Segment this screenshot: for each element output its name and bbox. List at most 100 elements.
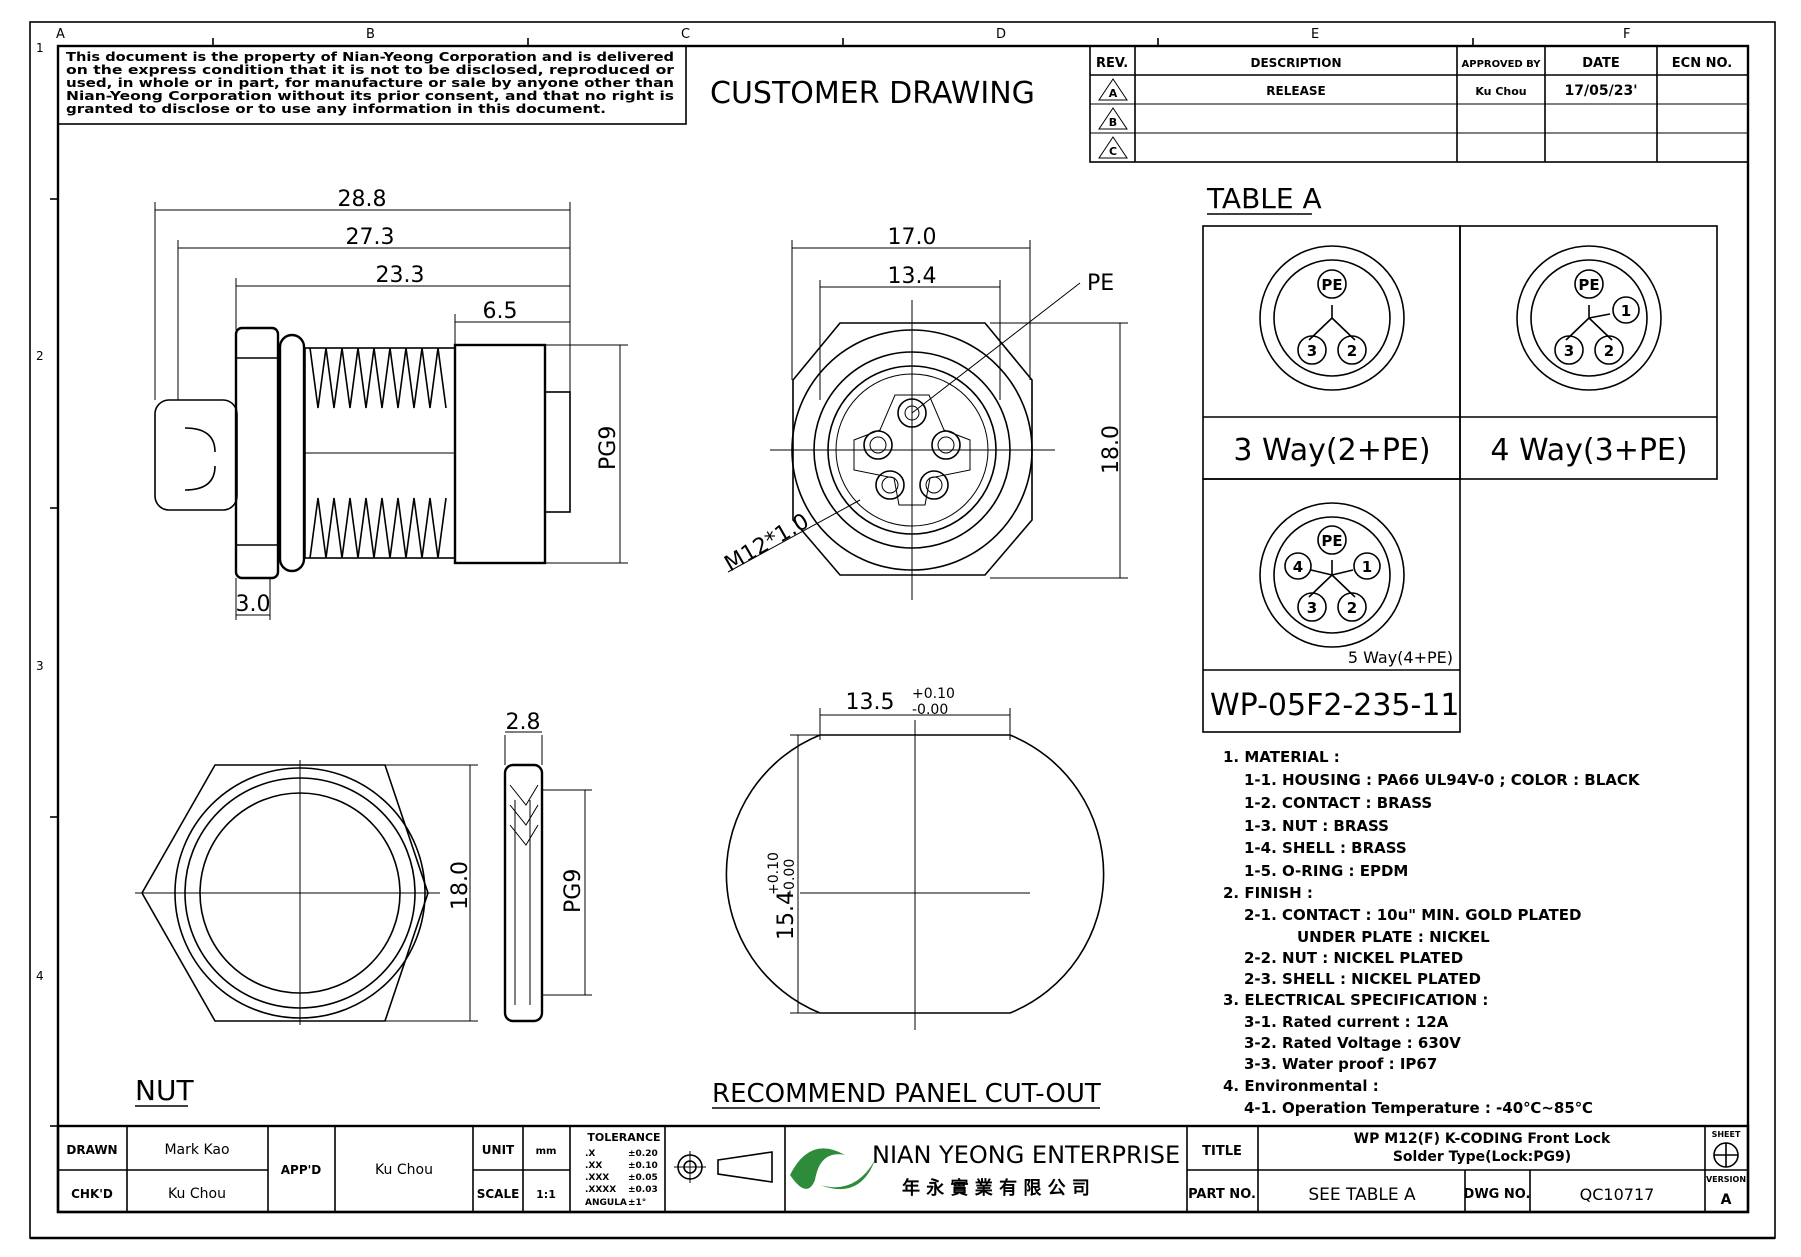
sheet-frame (29, 21, 1776, 1240)
note-line: UNDER PLATE : NICKEL (1297, 928, 1490, 946)
zone-number-2: 2 (36, 349, 44, 363)
dim-6-5: 6.5 (483, 299, 518, 324)
layout-label: 3 Way(2+PE) (1233, 433, 1430, 468)
pin-label: 2 (1347, 342, 1357, 360)
dwg-label: DWG NO. (1464, 1187, 1531, 1202)
nut-label: NUT (135, 1074, 194, 1107)
tol-key: ANGULA (585, 1198, 627, 1208)
dim-3-0: 3.0 (236, 592, 271, 617)
rev-letter: A (1109, 87, 1118, 100)
chkd-label: CHK'D (71, 1187, 113, 1201)
cutout-label: RECOMMEND PANEL CUT-OUT (712, 1079, 1101, 1109)
notice-line: on the express condition that it is not … (66, 63, 674, 77)
drawn-value: Mark Kao (164, 1142, 229, 1158)
tol-value: ±1° (628, 1198, 646, 1208)
layout-label: 5 Way(4+PE) (1348, 648, 1453, 667)
unit-label: UNIT (482, 1143, 515, 1157)
drawn-label: DRAWN (66, 1143, 117, 1157)
pin-layout-4-way: PE 1 3 2 4 Way(3+PE) (1490, 245, 1688, 468)
cutout-width: 13.5 (846, 690, 895, 715)
part-value: SEE TABLE A (1308, 1185, 1416, 1205)
notice-line: used, in whole or in part, for manufactu… (66, 76, 674, 90)
revision-table: REV. DESCRIPTION APPROVED BY DATE ECN NO… (1089, 45, 1749, 163)
date-header: DATE (1582, 56, 1620, 71)
tol-value: ±0.03 (628, 1185, 658, 1195)
part-label: PART NO. (1188, 1187, 1256, 1202)
note-line: 1-3. NUT : BRASS (1244, 817, 1389, 835)
tol-key: .XXX (585, 1173, 609, 1183)
chkd-value: Ku Chou (168, 1186, 226, 1202)
notice-line: granted to disclose or to use any inform… (66, 102, 606, 116)
table-a: TABLE A PE 3 2 3 Way(2+PE) (1202, 182, 1718, 733)
note-line: 2-1. CONTACT : 10u" MIN. GOLD PLATED (1244, 906, 1582, 924)
approved-header: APPROVED BY (1462, 59, 1542, 70)
note-line: 1-4. SHELL : BRASS (1244, 839, 1407, 857)
scale-value: 1:1 (536, 1188, 556, 1201)
side-thread-label: PG9 (596, 426, 621, 470)
zone-letter-e: E (1311, 27, 1319, 42)
tol-value: ±0.10 (628, 1161, 658, 1171)
pin-layout-5-way: PE 4 1 3 2 5 Way(4+PE) (1259, 502, 1453, 667)
rev-letter: C (1109, 145, 1117, 158)
note-line: 3. ELECTRICAL SPECIFICATION : (1223, 991, 1488, 1009)
scale-label: SCALE (477, 1187, 520, 1201)
note-line: 3-1. Rated current : 12A (1244, 1013, 1449, 1031)
notes-list: 1. MATERIAL : 1-1. HOUSING : PA66 UL94V-… (1223, 748, 1641, 1117)
pin-label: 4 (1293, 558, 1303, 576)
dim-23-3: 23.3 (376, 263, 425, 288)
pin-label: PE (1321, 532, 1342, 550)
cutout-height-tol-upper: +0.10 (766, 852, 782, 895)
rev-date: 17/05/23' (1565, 83, 1638, 99)
dim-17-0: 17.0 (888, 225, 937, 250)
zone-number-4: 4 (36, 969, 44, 983)
pin-label: 2 (1604, 342, 1614, 360)
version-value: A (1721, 1192, 1732, 1208)
notice-line: This document is the property of Nian-Ye… (66, 50, 674, 64)
part-number-label: WP-05F2-235-11 (1210, 688, 1460, 723)
cutout-view: 13.5 +0.10 -0.00 15.4 +0.10 -0.00 RECOMM… (712, 686, 1105, 1109)
note-line: 3-3. Water proof : IP67 (1244, 1055, 1437, 1073)
pe-label: PE (1087, 271, 1114, 296)
company-name-chinese: 年 永 實 業 有 限 公 司 (902, 1177, 1090, 1199)
front-thread-label: M12*1.0 (721, 509, 814, 577)
dim-18-0-nut: 18.0 (448, 861, 473, 910)
title-block: DRAWN Mark Kao CHK'D Ku Chou APP'D Ku Ch… (56, 1124, 1750, 1214)
rev-letter: B (1109, 116, 1117, 129)
dim-27-3: 27.3 (346, 225, 395, 250)
pin-label: 2 (1347, 599, 1357, 617)
layout-label: 4 Way(3+PE) (1490, 433, 1687, 468)
tol-key: .XX (585, 1161, 602, 1171)
pin-label: 1 (1362, 558, 1372, 576)
cutout-width-tol-lower: -0.00 (912, 702, 948, 718)
description-header: DESCRIPTION (1250, 56, 1341, 70)
dim-18-0-front: 18.0 (1099, 425, 1124, 474)
company-logo-icon (790, 1148, 875, 1190)
zone-letter-a: A (56, 27, 65, 42)
title-line-1: WP M12(F) K-CODING Front Lock (1354, 1131, 1611, 1147)
rev-header: REV. (1096, 56, 1128, 71)
cutout-height-tol-lower: -0.00 (782, 859, 798, 895)
note-line: 2. FINISH : (1223, 884, 1313, 902)
dim-2-8: 2.8 (506, 710, 541, 735)
front-view: 17.0 13.4 PE M12*1.0 18.0 (721, 225, 1128, 600)
rev-triangle (1098, 107, 1128, 130)
title-line-2: Solder Type(Lock:PG9) (1393, 1149, 1571, 1165)
tol-value: ±0.05 (628, 1173, 658, 1183)
tol-key: .X (585, 1149, 595, 1159)
rev-description: RELEASE (1266, 84, 1325, 98)
tol-key: .XXXX (585, 1185, 616, 1195)
notice-box: This document is the property of Nian-Ye… (57, 45, 687, 125)
note-line: 2-3. SHELL : NICKEL PLATED (1244, 970, 1481, 988)
dim-28-8: 28.8 (338, 187, 387, 212)
appd-label: APP'D (281, 1163, 322, 1177)
pin-label: 3 (1307, 599, 1317, 617)
pin-label: 3 (1307, 342, 1317, 360)
side-view: 28.8 27.3 23.3 6.5 PG9 3.0 (154, 187, 628, 620)
nut-thread-label: PG9 (561, 869, 586, 913)
note-line: 3-2. Rated Voltage : 630V (1244, 1034, 1461, 1052)
pin-label: PE (1321, 276, 1342, 294)
rev-triangle (1098, 78, 1128, 101)
zone-letter-c: C (681, 27, 690, 42)
sheet-symbol-icon (1713, 1142, 1739, 1168)
